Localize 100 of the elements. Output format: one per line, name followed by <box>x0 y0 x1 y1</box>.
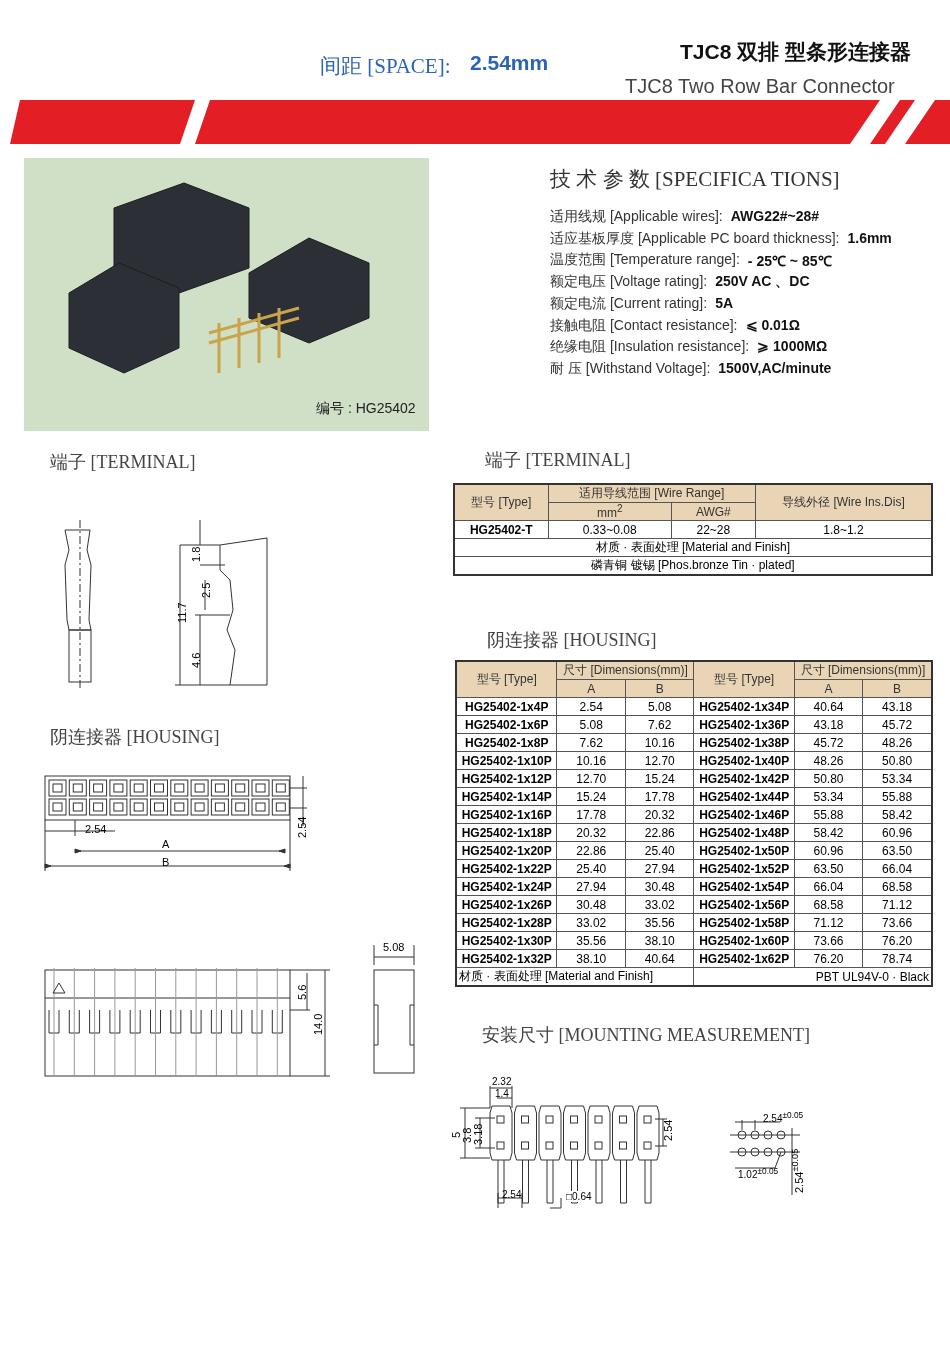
dimension-value: 25.40 <box>556 859 626 878</box>
dimension-value: 58.42 <box>794 823 863 842</box>
dimension-label: 5.08 <box>383 941 405 953</box>
dimension-value: 55.88 <box>794 805 863 824</box>
part-number: HG25402-1x54P <box>693 877 795 896</box>
dimension-value: 15.24 <box>556 787 626 806</box>
dimension-value: 50.80 <box>794 769 863 788</box>
dimension-value: 5.08 <box>625 697 694 716</box>
dimension-value: 20.32 <box>625 805 694 824</box>
part-number: HG25402-1x48P <box>693 823 795 842</box>
part-number: HG25402-1x30P <box>456 931 557 950</box>
page-title: TJC8 双排 型条形连接器 <box>680 39 912 65</box>
spec-name: 温度范围 [Temperature range]: <box>550 251 740 270</box>
column-header: 型号 [Type] <box>693 661 795 698</box>
part-number: HG25402-1x62P <box>693 949 795 968</box>
part-number: 编号 : HG25402 <box>316 400 416 418</box>
part-number: HG25402-1x52P <box>693 859 795 878</box>
dimension-label: 1.8 <box>190 546 202 562</box>
dimension-value: 73.66 <box>794 931 863 950</box>
part-number: HG25402-1x6P <box>456 715 557 734</box>
part-number: HG25402-1x42P <box>693 769 795 788</box>
section-heading: 安装尺寸 [MOUNTING MEASUREMENT] <box>482 1024 810 1047</box>
material-label: 材质 · 表面处理 [Material and Finish] <box>456 967 694 986</box>
dimension-value: 66.04 <box>794 877 863 896</box>
part-number: HG25402-1x4P <box>456 697 557 716</box>
part-number: HG25402-1x16P <box>456 805 557 824</box>
part-number: HG25402-1x46P <box>693 805 795 824</box>
dimension-value: 48.26 <box>794 751 863 770</box>
page-subtitle: TJC8 Two Row Bar Connector <box>625 75 895 98</box>
dimension-label: 1.02$^{±0.05}$ <box>738 1166 779 1181</box>
dimension-value: 10.16 <box>625 733 694 752</box>
spacing-label: 间距 [SPACE]: <box>320 53 451 80</box>
dimension-value: 30.48 <box>556 895 626 914</box>
dimension-value: 17.78 <box>556 805 626 824</box>
section-heading: 技 术 参 数 [SPECIFICA TIONS] <box>550 166 840 193</box>
part-number: HG25402-1x22P <box>456 859 557 878</box>
part-number: HG25402-1x24P <box>456 877 557 896</box>
dimension-value: 35.56 <box>625 913 694 932</box>
section-heading: 端子 [TERMINAL] <box>485 449 631 472</box>
column-header: 适用导线范围 [Wire Range] <box>548 484 756 503</box>
dimension-value: 68.58 <box>794 895 863 914</box>
dimension-value: 15.24 <box>625 769 694 788</box>
dimension-value: 7.62 <box>625 715 694 734</box>
spec-value: 1.6mm <box>847 229 892 246</box>
dimension-label: 2.5 <box>200 582 212 598</box>
dimension-label: 3.8 <box>461 1127 473 1143</box>
dimension-value: 5.08 <box>556 715 626 734</box>
dimension-value: 20.32 <box>556 823 626 842</box>
column-header: 尺寸 [Dimensions(mm)] <box>556 661 694 680</box>
dimension-value: 45.72 <box>794 733 863 752</box>
dimension-value: 38.10 <box>556 949 626 968</box>
part-number: HG25402-1x26P <box>456 895 557 914</box>
dimension-value: 30.48 <box>625 877 694 896</box>
dimension-value: 60.96 <box>794 841 863 860</box>
spec-value: ⩽ 0.01Ω <box>745 316 800 333</box>
spec-name: 适用线规 [Applicable wires]: <box>550 208 723 226</box>
dimension-value: 10.16 <box>556 751 626 770</box>
column-header: 导线外径 [Wire Ins.Dis] <box>755 484 932 521</box>
spec-name: 额定电压 [Voltage rating]: <box>550 273 708 292</box>
dimension-label: 2.54$^{±0.05}$ <box>763 1110 804 1125</box>
part-number: HG25402-1x12P <box>456 769 557 788</box>
dimension-value: 12.70 <box>625 751 694 770</box>
part-number: HG25402-1x40P <box>693 751 795 770</box>
spec-value: AWG22#~28# <box>730 208 820 224</box>
spec-name: 额定电流 [Current rating]: <box>550 294 708 313</box>
spec-value: 1500V,AC/minute <box>718 359 832 376</box>
part-number: HG25402-1x38P <box>693 733 795 752</box>
part-number: HG25402-1x20P <box>456 841 557 860</box>
spec-value: 250V AC 、DC <box>715 273 810 292</box>
dimension-value: 22.86 <box>556 841 626 860</box>
dimension-value: 76.20 <box>794 949 863 968</box>
dimension-value: 43.18 <box>794 715 863 734</box>
dimension-label: 5.6 <box>296 984 308 1000</box>
dimension-value: 27.94 <box>556 877 626 896</box>
part-number: HG25402-1x18P <box>456 823 557 842</box>
spec-name: 绝缘电阻 [Insulation resistance]: <box>550 338 750 357</box>
dimension-label: B <box>162 856 170 868</box>
dimension-value: 53.34 <box>794 787 863 806</box>
wire-range-value: 0.33~0.08 <box>548 520 672 539</box>
dimension-value: 71.12 <box>794 913 863 932</box>
dimension-value: 17.78 <box>625 787 694 806</box>
spec-value: 5A <box>715 294 734 311</box>
material-label: 材质 · 表面处理 [Material and Finish] <box>454 538 932 557</box>
dimension-label: 2.54 <box>85 823 107 835</box>
part-number: HG25402-1x8P <box>456 733 557 752</box>
dimension-label: 2.54 <box>296 816 308 838</box>
dimension-value: 35.56 <box>556 931 626 950</box>
dimension-value: 38.10 <box>625 931 694 950</box>
spec-name: 耐 压 [Withstand Voltage]: <box>550 359 711 378</box>
dimension-value: 25.40 <box>625 841 694 860</box>
dimension-label: 4.6 <box>190 652 202 668</box>
dimension-label: A <box>162 838 170 850</box>
part-number: HG25402-1x10P <box>456 751 557 770</box>
part-number: HG25402-T <box>454 520 548 539</box>
part-number: HG25402-1x32P <box>456 949 557 968</box>
spec-value: - 25℃ ~ 85℃ <box>747 252 832 271</box>
dimension-value: 40.64 <box>794 697 863 716</box>
part-number: HG25402-1x44P <box>693 787 795 806</box>
dimension-value: 33.02 <box>625 895 694 914</box>
dimension-value: 63.50 <box>794 859 863 878</box>
